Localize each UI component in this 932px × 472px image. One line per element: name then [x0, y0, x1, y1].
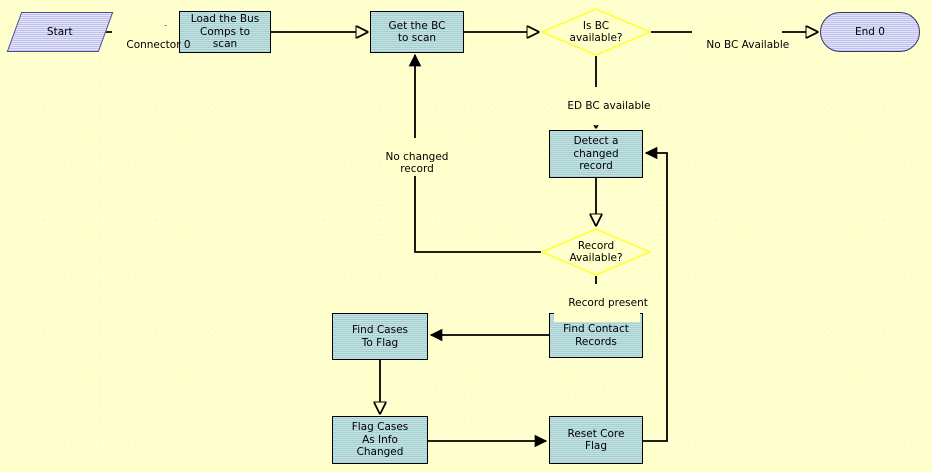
- edge-label-no-changed-record: No changed record: [383, 138, 451, 176]
- edge-label-ed-bc-available-text: ED BC available: [567, 99, 651, 112]
- edge-label-connector-0-text: Connector 0: [126, 38, 191, 51]
- node-record-available-label: Record Available?: [569, 239, 623, 265]
- edge-recordavail-to-getbc: [408, 53, 541, 253]
- node-reset-core-flag-label: Reset Core Flag: [567, 427, 625, 453]
- node-get-bc-to-scan-label: Get the BC to scan: [388, 19, 446, 45]
- node-is-bc-available[interactable]: Is BC available?: [541, 8, 651, 56]
- node-reset-core-flag[interactable]: Reset Core Flag: [549, 416, 643, 464]
- node-is-bc-available-label: Is BC available?: [569, 19, 623, 45]
- edge-label-no-changed-record-text: No changed record: [385, 150, 449, 176]
- edge-label-connector-0: Connector 0: [112, 26, 191, 64]
- node-flag-cases-as-info-changed-label: Flag Cases As Info Changed: [351, 421, 409, 459]
- edge-label-no-bc-available-text: No BC Available: [706, 38, 790, 51]
- edge-label-record-present: Record present: [554, 284, 648, 322]
- node-start-label: Start: [47, 25, 73, 38]
- edge-label-no-bc-available: No BC Available: [692, 26, 789, 64]
- node-get-bc-to-scan[interactable]: Get the BC to scan: [370, 11, 464, 53]
- node-find-contact-records-label: Find Contact Records: [563, 323, 629, 348]
- node-detect-changed-record[interactable]: Detect a changed record: [549, 130, 643, 178]
- node-detect-changed-record-label: Detect a changed record: [573, 135, 619, 173]
- node-find-cases-to-flag-label: Find Cases To Flag: [351, 324, 409, 349]
- node-record-available[interactable]: Record Available?: [541, 228, 651, 276]
- node-load-bus-comps[interactable]: Load the Bus Comps to scan: [179, 11, 271, 53]
- node-flag-cases-as-info-changed[interactable]: Flag Cases As Info Changed: [332, 416, 428, 464]
- edge-label-ed-bc-available: ED BC available: [553, 87, 651, 125]
- edge-resetcore-to-detect: [643, 146, 668, 442]
- node-start[interactable]: Start: [6, 12, 114, 52]
- node-load-bus-comps-label: Load the Bus Comps to scan: [190, 13, 260, 51]
- edge-label-record-present-text: Record present: [568, 296, 648, 309]
- node-end-0[interactable]: End 0: [820, 12, 920, 52]
- node-find-cases-to-flag[interactable]: Find Cases To Flag: [332, 313, 428, 360]
- node-end-0-label: End 0: [855, 25, 885, 38]
